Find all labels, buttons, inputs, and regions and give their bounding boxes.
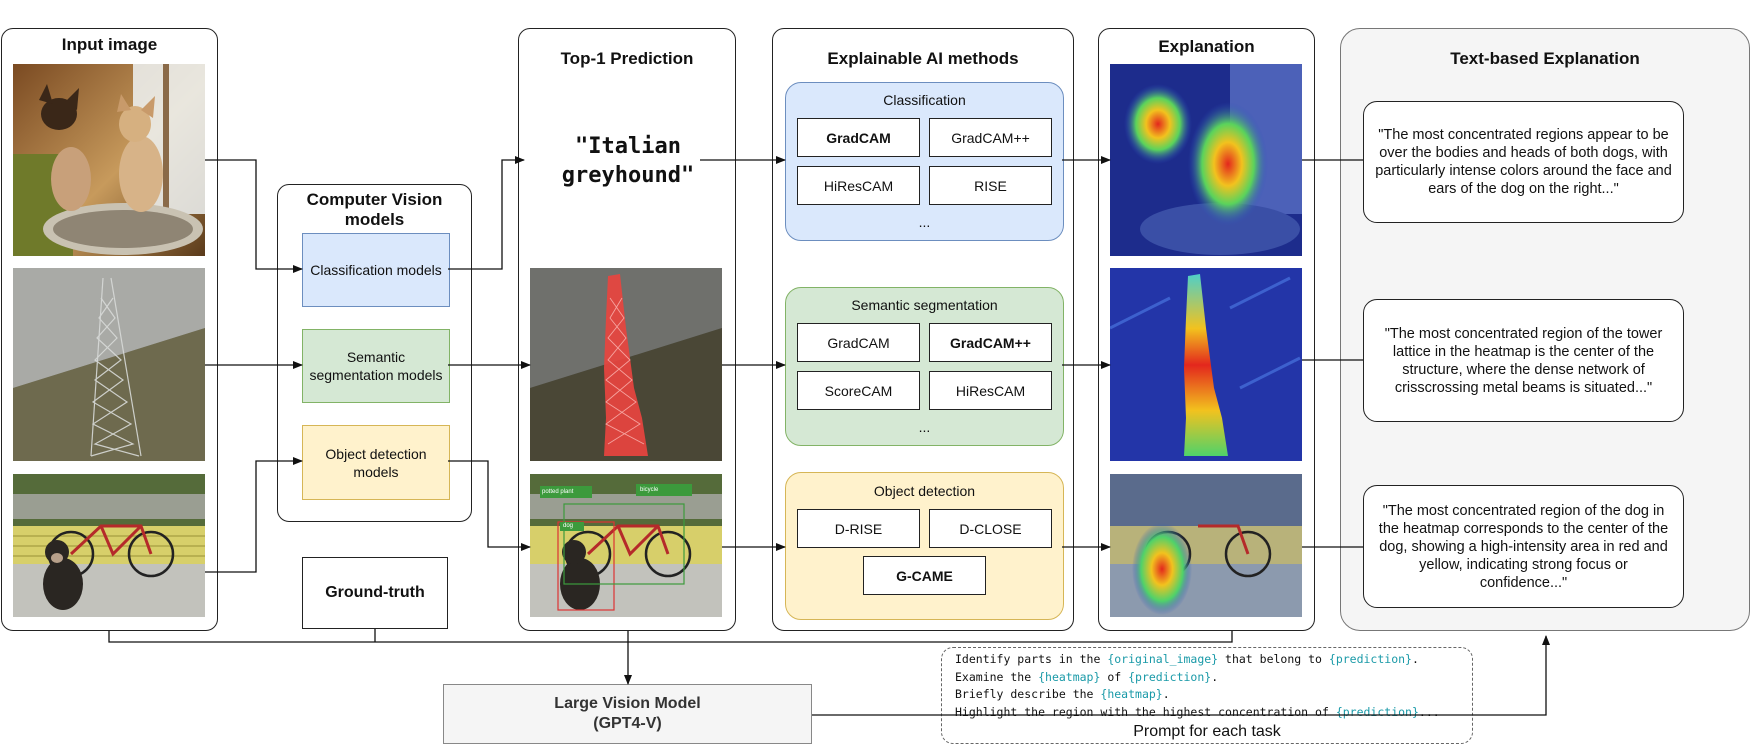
prompt-variable: {heatmap} [1100, 687, 1163, 701]
ground-truth-label: Ground-truth [325, 584, 425, 601]
prompt-text: that belong to [1218, 652, 1329, 666]
xai-group-segmentation: Semantic segmentation GradCAM GradCAM++ … [785, 287, 1064, 446]
explanation-heatmap-tower [1110, 268, 1302, 461]
prompt-text: . [1162, 687, 1170, 701]
method-g-came: G-CAME [863, 556, 986, 595]
prompt-text: Examine the [955, 669, 1039, 684]
prompt-box: Identify parts in the {original_image} t… [941, 647, 1473, 744]
text-explanation-classification: "The most concentrated regions appear to… [1363, 101, 1684, 223]
detection-label-line1: Object detection [325, 445, 427, 462]
method-gradcam-plus-plus: GradCAM++ [929, 323, 1052, 362]
lvm-line2: (GPT4-V) [593, 715, 662, 732]
prompt-variable: {prediction} [1328, 652, 1412, 666]
cv-title-line2: models [344, 210, 405, 229]
prompt-text: Briefly describe the [955, 687, 1101, 701]
prediction-title: Top-1 Prediction [560, 49, 694, 68]
prompt-text: Identify parts in the [955, 652, 1108, 666]
arrow-input-to-classification [205, 159, 303, 273]
prompt-line: Identify parts in the {original_image} t… [955, 651, 1440, 669]
prediction-image-detection: potted plant dog bicycle [530, 474, 722, 617]
input-image-dogs [13, 64, 205, 256]
method-d-rise: D-RISE [797, 509, 920, 548]
segmentation-models-label: Semantic segmentation models [309, 348, 442, 384]
arrow-lvm-to-text-panel [812, 635, 1550, 716]
method-gradcam-plus-plus: GradCAM++ [929, 118, 1052, 157]
arrow-detection-to-prediction [448, 460, 531, 551]
method-rise: RISE [929, 166, 1052, 205]
explanation-heatmap-dogs [1110, 64, 1302, 256]
ground-truth-box: Ground-truth [302, 557, 448, 629]
prompt-line: Briefly describe the {heatmap}. [955, 686, 1440, 704]
text-explanation-segmentation: "The most concentrated region of the tow… [1363, 299, 1684, 422]
prompt-line: Examine the {heatmap} of {prediction}. [955, 669, 1440, 687]
prompt-text: . [1411, 652, 1419, 666]
xai-group-title: Semantic segmentation [851, 297, 998, 313]
prediction-image-tower [530, 268, 722, 461]
prompt-caption: Prompt for each task [1133, 723, 1281, 740]
cv-models-title: Computer Vision models [278, 190, 471, 230]
detection-models-label: Object detection models [325, 445, 426, 481]
detection-tag-bicycle: bicycle [640, 487, 659, 493]
xai-group-title: Classification [883, 92, 966, 108]
line-panels-bus [108, 631, 1233, 643]
prompt-variable: {original_image} [1107, 652, 1219, 666]
lvm-line1: Large Vision Model [554, 695, 701, 712]
detection-tag-potted-plant: potted plant [542, 489, 574, 495]
more-methods-ellipsis: ... [918, 419, 931, 435]
method-d-close: D-CLOSE [929, 509, 1052, 548]
method-hirescam: HiResCAM [929, 371, 1052, 410]
method-gradcam: GradCAM [797, 118, 920, 157]
more-methods-ellipsis: ... [918, 214, 931, 230]
input-image-dog-bicycle [13, 474, 205, 617]
xai-group-title: Object detection [873, 483, 976, 499]
cv-title-line1: Computer Vision [306, 190, 443, 209]
explanation-title: Explanation [1158, 37, 1255, 56]
text-explanation-title: Text-based Explanation [1450, 49, 1640, 68]
detection-models-box: Object detection models [302, 425, 450, 500]
prompt-text: . [1211, 669, 1219, 684]
method-hirescam: HiResCAM [797, 166, 920, 205]
method-gradcam: GradCAM [797, 323, 920, 362]
classification-models-box: Classification models [302, 233, 450, 307]
method-scorecam: ScoreCAM [797, 371, 920, 410]
segmentation-label-line1: Semantic [346, 349, 406, 365]
classification-models-label: Classification models [310, 262, 442, 278]
segmentation-models-box: Semantic segmentation models [302, 329, 450, 403]
input-image-title: Input image [61, 35, 158, 54]
arrow-input-to-detection [205, 457, 303, 573]
explanation-heatmap-detection [1110, 474, 1302, 617]
prompt-text: of [1100, 669, 1129, 684]
prediction-label-line1: "Italian [575, 134, 681, 159]
xai-title: Explainable AI methods [827, 49, 1019, 68]
prompt-variable: {heatmap} [1038, 669, 1101, 684]
lvm-label: Large Vision Model (GPT4-V) [554, 694, 700, 734]
xai-group-detection: Object detection D-RISE D-CLOSE G-CAME [785, 472, 1064, 620]
detection-tag-dog: dog [563, 523, 574, 529]
prediction-label: "Italian greyhound" [530, 132, 726, 190]
text-explanation-detection: "The most concentrated region of the dog… [1363, 485, 1684, 608]
prompt-variable: {prediction} [1128, 669, 1212, 684]
segmentation-label-line2: segmentation models [309, 367, 443, 383]
detection-label-line2: models [353, 463, 399, 480]
prompt-lines: Identify parts in the {original_image} t… [955, 651, 1440, 721]
input-image-tower [13, 268, 205, 461]
prediction-label-line2: greyhound" [561, 163, 695, 188]
arrow-classification-to-prediction [448, 156, 525, 270]
